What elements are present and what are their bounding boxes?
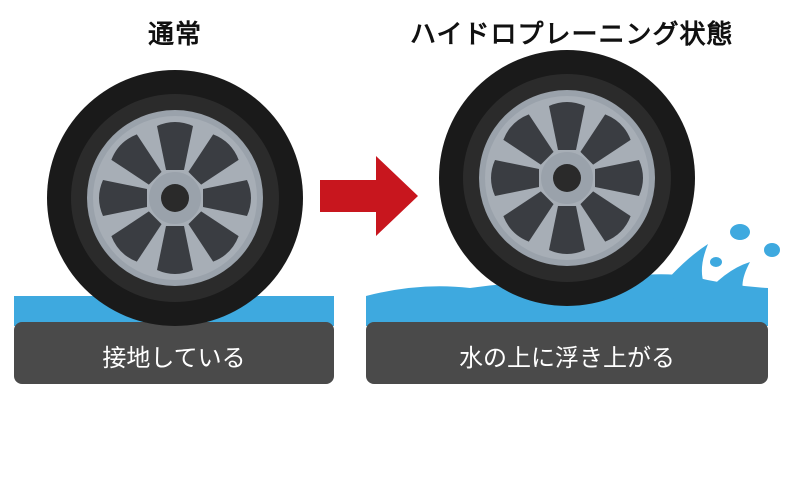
- water-splash-icon: [650, 224, 780, 300]
- panel-title-hydroplaning: ハイドロプレーニング状態: [410, 20, 734, 50]
- right-panel: [366, 50, 780, 384]
- road-label-grounded: 接地している: [102, 344, 246, 372]
- panel-title-normal: 通常: [147, 20, 202, 50]
- road-right: [366, 322, 768, 384]
- tire-icon: [439, 50, 695, 306]
- left-panel: [14, 70, 334, 384]
- road-left: [14, 322, 334, 384]
- road-label-floating: 水の上に浮き上がる: [459, 344, 675, 372]
- tire-icon: [47, 70, 303, 326]
- arrow-right-icon: [320, 156, 418, 236]
